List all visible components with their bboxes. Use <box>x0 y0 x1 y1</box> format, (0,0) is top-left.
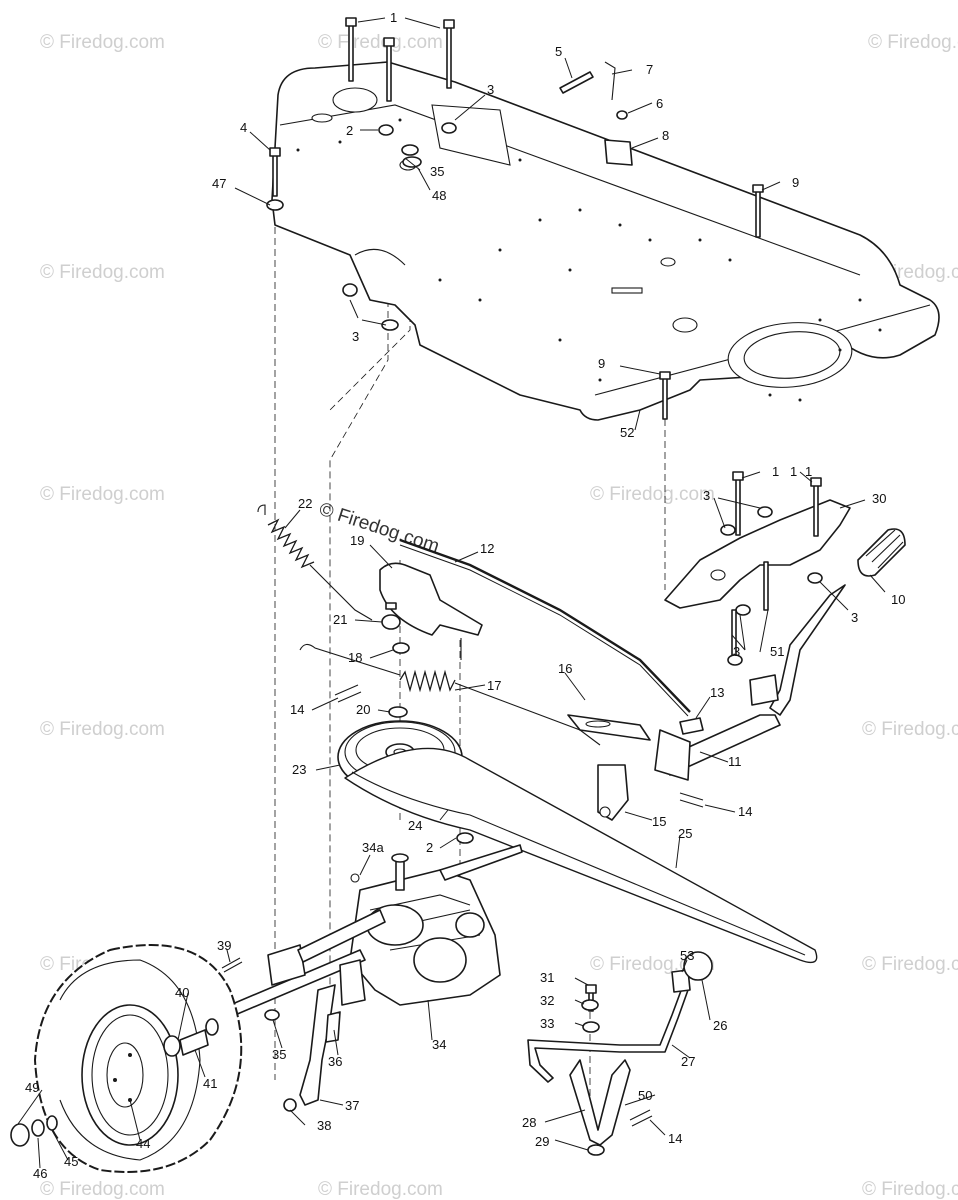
callout-label: 14 <box>738 804 752 819</box>
callout-label: 2 <box>346 123 353 138</box>
watermark-text: © Firedog.com <box>40 484 165 505</box>
callout-label: 3 <box>703 488 710 503</box>
callout-label: 5 <box>555 44 562 59</box>
watermark-text: © Firedog.com <box>590 484 715 505</box>
callout-label: 15 <box>652 814 666 829</box>
callout-label: 1 <box>390 10 397 25</box>
callout-label: 28 <box>522 1115 536 1130</box>
rear-wheel <box>34 944 243 1173</box>
callout-label: 41 <box>203 1076 217 1091</box>
callout-label: 29 <box>535 1134 549 1149</box>
callout-label: 3 <box>487 82 494 97</box>
callout-label: 53 <box>680 948 694 963</box>
leader-lines <box>17 17 886 1169</box>
watermark-text: © Firedog.com <box>318 32 443 53</box>
callout-label: 30 <box>872 491 886 506</box>
callout-label: 44 <box>136 1136 150 1151</box>
frame-holes <box>296 118 882 402</box>
callout-label: 25 <box>678 826 692 841</box>
callout-label: 32 <box>540 993 554 1008</box>
callout-label: 31 <box>540 970 554 985</box>
callout-label: 45 <box>64 1154 78 1169</box>
watermark-text: © Firedog.com <box>40 32 165 53</box>
watermark-text: © Firedog.com <box>862 1179 958 1200</box>
callout-label: 38 <box>317 1118 331 1133</box>
callout-label: 22 <box>298 496 312 511</box>
callout-label: 40 <box>175 985 189 1000</box>
callout-label: 34 <box>432 1037 446 1052</box>
callout-label: 9 <box>598 356 605 371</box>
callout-label: 13 <box>710 685 724 700</box>
callout-label: 39 <box>217 938 231 953</box>
callout-label: 21 <box>333 612 347 627</box>
callout-label: 47 <box>212 176 226 191</box>
callout-label: 3 <box>352 329 359 344</box>
pivot-bracket <box>597 764 629 821</box>
callout-label: 18 <box>348 650 362 665</box>
callout-label: 1 <box>790 464 797 479</box>
watermark-text: © Firedog.com <box>40 262 165 283</box>
callout-label: 48 <box>432 188 446 203</box>
callout-label: 4 <box>240 120 247 135</box>
callout-label: 2 <box>426 840 433 855</box>
callout-label: 50 <box>638 1088 652 1103</box>
callout-label: 24 <box>408 818 422 833</box>
callout-label: 7 <box>646 62 653 77</box>
callout-label: 1 <box>805 464 812 479</box>
callout-label: 26 <box>713 1018 727 1033</box>
callout-label: 17 <box>487 678 501 693</box>
watermark-text: © Firedog.com <box>868 32 958 53</box>
callout-label: 20 <box>356 702 370 717</box>
callout-label: 27 <box>681 1054 695 1069</box>
control-rod <box>399 538 691 717</box>
watermark-text: © Firedog.com <box>40 1179 165 1200</box>
callout-label: 14 <box>290 702 304 717</box>
watermark-text: © Firedog.com <box>862 954 958 975</box>
callout-label: 23 <box>292 762 306 777</box>
frame-hardware <box>266 17 764 420</box>
callout-label: 34a <box>362 840 384 855</box>
callout-label: 3 <box>851 610 858 625</box>
callout-label: 9 <box>792 175 799 190</box>
watermark-text: © Firedog.com <box>318 1179 443 1200</box>
callout-label: 52 <box>620 425 634 440</box>
callout-label: 33 <box>540 1016 554 1031</box>
callout-label: 35 <box>272 1047 286 1062</box>
callout-label: 36 <box>328 1054 342 1069</box>
callout-label: 49 <box>25 1080 39 1095</box>
callout-label: 6 <box>656 96 663 111</box>
axle-hardware <box>10 957 243 1147</box>
watermark-text: © Firedog.com <box>40 719 165 740</box>
watermark-text: © Firedog.com <box>862 719 958 740</box>
callout-label: 10 <box>891 592 905 607</box>
callout-label: 8 <box>662 128 669 143</box>
callout-label: 16 <box>558 661 572 676</box>
pedal-assembly <box>654 528 906 781</box>
callout-label: 12 <box>480 541 494 556</box>
transaxle <box>229 844 523 1016</box>
transaxle-mounts <box>264 984 341 1112</box>
drive-belt <box>344 747 818 964</box>
callout-label: 14 <box>668 1131 682 1146</box>
shift-lever <box>527 951 713 1156</box>
frame-chassis <box>271 61 940 421</box>
callout-numbers: 1 1 2 3 4 47 35 48 5 7 6 8 9 3 9 52 1 3 … <box>25 10 905 1181</box>
idler-bracket <box>379 562 483 660</box>
axle-bracket <box>664 471 851 666</box>
callout-label: 35 <box>430 164 444 179</box>
callout-label: 11 <box>728 754 742 769</box>
callout-label: 19 <box>350 533 364 548</box>
callout-label: 3 <box>733 644 740 659</box>
callout-label: 1 <box>772 464 779 479</box>
tension-arm <box>334 684 704 808</box>
callout-label: 46 <box>33 1166 47 1181</box>
callout-label: 37 <box>345 1098 359 1113</box>
callout-label: 51 <box>770 644 784 659</box>
